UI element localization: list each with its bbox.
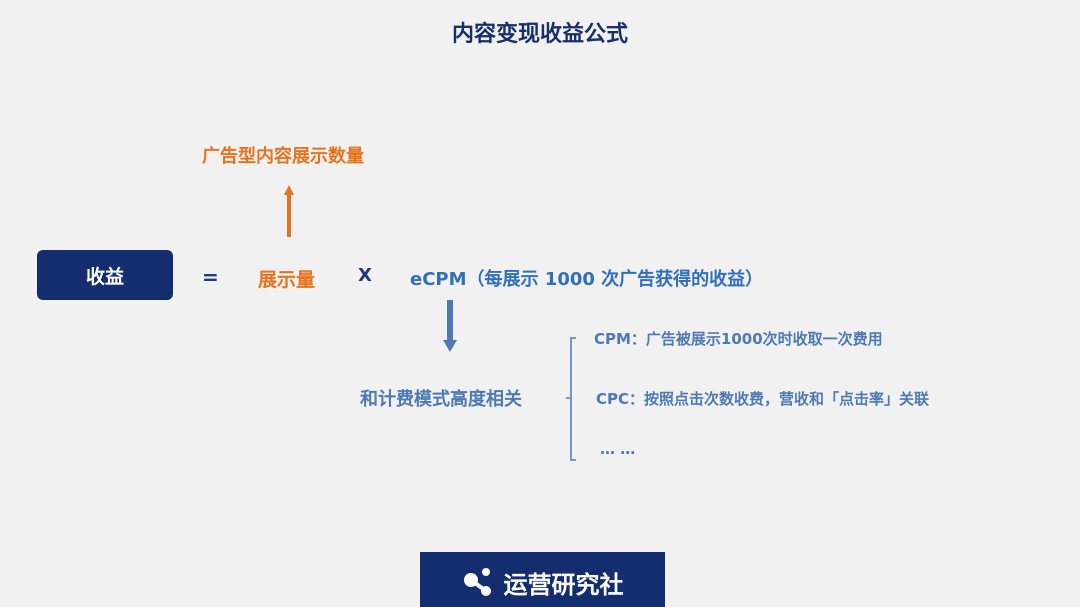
multiply-sign: X: [358, 265, 372, 286]
billing-item-more: … …: [600, 440, 636, 458]
logo-text: 运营研究社: [503, 570, 624, 599]
slide-title: 内容变现收益公式: [451, 22, 628, 47]
billing-item-cpm: CPM：广告被展示1000次时收取一次费用: [594, 330, 883, 348]
ad-content-count-label: 广告型内容展示数量: [202, 146, 364, 167]
equals-sign: =: [202, 265, 219, 289]
billing-mode-label: 和计费模式高度相关: [360, 389, 522, 410]
billing-item-cpc: CPC：按照点击次数收费，营收和「点击率」关联: [596, 390, 930, 408]
arrow-up-icon: [284, 185, 294, 237]
impressions-term: 展示量: [258, 269, 316, 291]
arrow-down-icon: [443, 300, 457, 352]
logo-icon: [463, 568, 491, 596]
ecpm-term: eCPM（每展示 1000 次广告获得的收益）: [410, 269, 764, 290]
bracket-icon: [566, 337, 576, 461]
logo: 运营研究社: [420, 552, 665, 607]
revenue-box: 收益: [37, 250, 173, 300]
